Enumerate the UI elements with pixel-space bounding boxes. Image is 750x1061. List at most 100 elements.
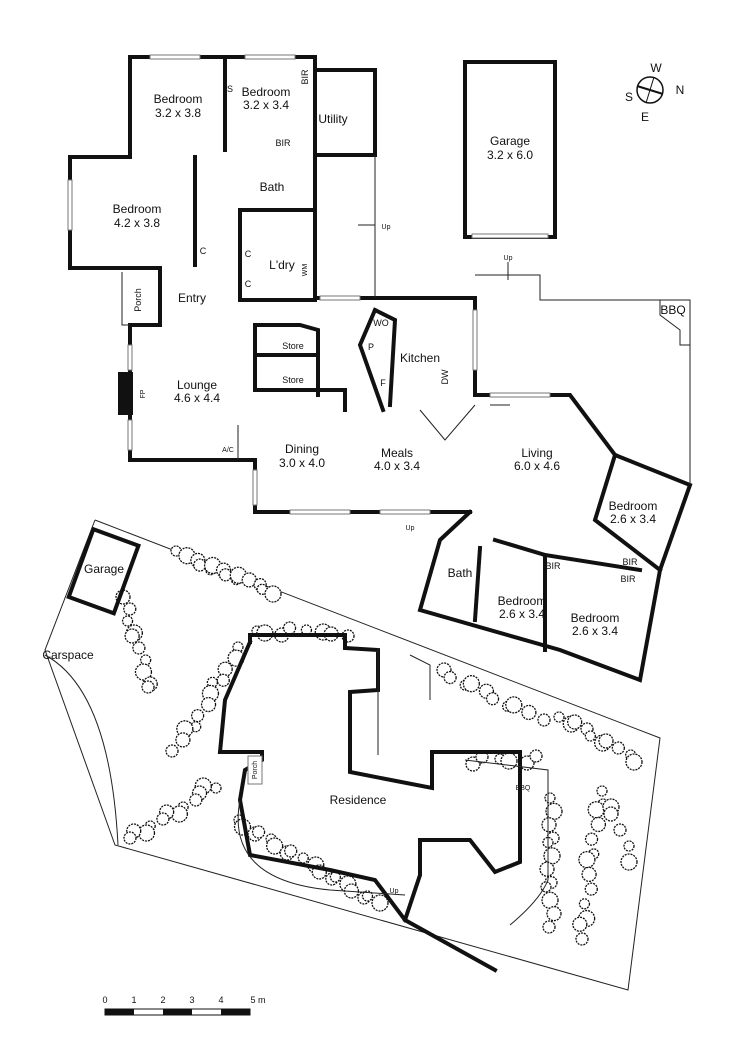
tree: [265, 837, 284, 855]
tree: [190, 708, 205, 723]
tree: [297, 852, 309, 864]
svg-text:3: 3: [189, 995, 194, 1005]
svg-text:C: C: [245, 249, 252, 259]
svg-text:BIR: BIR: [622, 557, 638, 567]
svg-text:BIR: BIR: [545, 561, 561, 571]
svg-text:WM: WM: [302, 264, 309, 277]
tree: [584, 832, 599, 846]
room-living: Living: [521, 446, 552, 460]
tree: [587, 801, 605, 819]
scale-bar: 0 1 2 3 4 5 m: [102, 995, 266, 1016]
tree: [553, 711, 565, 723]
svg-text:Up: Up: [406, 525, 415, 532]
room-utility: Utility: [318, 112, 347, 126]
room-meals: Meals: [381, 446, 413, 460]
tree: [175, 732, 191, 748]
tree: [200, 696, 217, 713]
svg-text:C: C: [200, 246, 207, 256]
tree: [141, 680, 155, 694]
tree: [462, 675, 480, 693]
svg-text:S: S: [227, 84, 233, 94]
svg-text:FP: FP: [140, 389, 147, 398]
tree: [218, 568, 233, 582]
room-laundry: L'dry: [269, 258, 295, 272]
tree: [500, 752, 518, 770]
tree: [584, 882, 598, 896]
svg-text:3.0 x 4.0: 3.0 x 4.0: [279, 456, 325, 470]
svg-text:3.2 x 3.4: 3.2 x 3.4: [243, 98, 289, 112]
compass: W N E S: [625, 61, 684, 124]
site-up-label: Up: [390, 888, 399, 895]
room-bedroom-2: Bedroom: [242, 85, 291, 99]
tree: [193, 558, 207, 572]
room-entry: Entry: [178, 291, 206, 305]
site-residence-label: Residence: [330, 793, 387, 807]
tree: [443, 670, 457, 685]
site-carspace-label: Carspace: [42, 648, 94, 662]
svg-text:3.2 x 3.8: 3.2 x 3.8: [155, 106, 201, 120]
svg-text:BBQ: BBQ: [516, 785, 531, 792]
svg-text:6.0 x 4.6: 6.0 x 4.6: [514, 459, 560, 473]
svg-text:BIR: BIR: [275, 138, 291, 148]
site-garage-label: Garage: [84, 562, 124, 576]
svg-text:5 m: 5 m: [250, 995, 265, 1005]
room-store-2: Store: [282, 375, 304, 385]
windows: [67, 54, 551, 515]
svg-text:BIR: BIR: [300, 69, 310, 85]
tree: [529, 749, 543, 763]
tree: [537, 713, 551, 727]
svg-text:4.6 x 4.4: 4.6 x 4.4: [174, 391, 220, 405]
tree: [210, 782, 222, 794]
tree: [123, 602, 137, 616]
tree: [596, 785, 608, 797]
svg-text:0: 0: [102, 995, 107, 1005]
house-walls: [68, 55, 693, 683]
svg-text:3.2 x 6.0: 3.2 x 6.0: [487, 148, 533, 162]
room-bedroom-4: Bedroom: [609, 499, 658, 513]
svg-text:WO: WO: [373, 318, 389, 328]
svg-text:DW: DW: [440, 369, 450, 384]
room-bedroom-5: Bedroom: [498, 594, 547, 608]
tree: [216, 673, 230, 687]
tree: [132, 641, 146, 655]
outdoor-outlines: [121, 155, 691, 485]
tree: [584, 730, 596, 742]
svg-text:E: E: [641, 110, 649, 124]
svg-text:F: F: [380, 378, 386, 388]
tree: [578, 850, 596, 869]
svg-text:W: W: [650, 61, 662, 75]
svg-text:2: 2: [160, 995, 165, 1005]
svg-text:P: P: [368, 342, 374, 352]
tree: [620, 853, 638, 871]
tree: [485, 692, 500, 706]
tree: [541, 891, 559, 909]
tree: [134, 663, 153, 681]
tree: [123, 831, 137, 845]
svg-text:Up: Up: [382, 224, 391, 231]
tree: [156, 812, 170, 826]
svg-text:Porch: Porch: [252, 761, 259, 779]
svg-text:A/C: A/C: [222, 447, 234, 454]
tree: [572, 916, 588, 932]
svg-text:Up: Up: [504, 255, 513, 262]
tree: [581, 866, 597, 883]
tree: [124, 628, 140, 644]
tree: [121, 615, 134, 627]
svg-text:BBQ: BBQ: [660, 303, 685, 317]
room-bedroom-1: Bedroom: [154, 92, 203, 106]
tree: [541, 817, 557, 833]
tree: [505, 696, 523, 714]
tree: [264, 585, 282, 603]
tree: [251, 825, 266, 839]
tree: [611, 741, 625, 755]
tree: [625, 753, 643, 771]
tree: [165, 744, 179, 758]
tree: [521, 704, 537, 721]
tree: [544, 792, 556, 804]
tree: [542, 920, 556, 934]
svg-text:4.2 x 3.8: 4.2 x 3.8: [114, 216, 160, 230]
tree: [567, 714, 583, 730]
tree: [613, 823, 627, 837]
room-porch: Porch: [133, 288, 143, 312]
